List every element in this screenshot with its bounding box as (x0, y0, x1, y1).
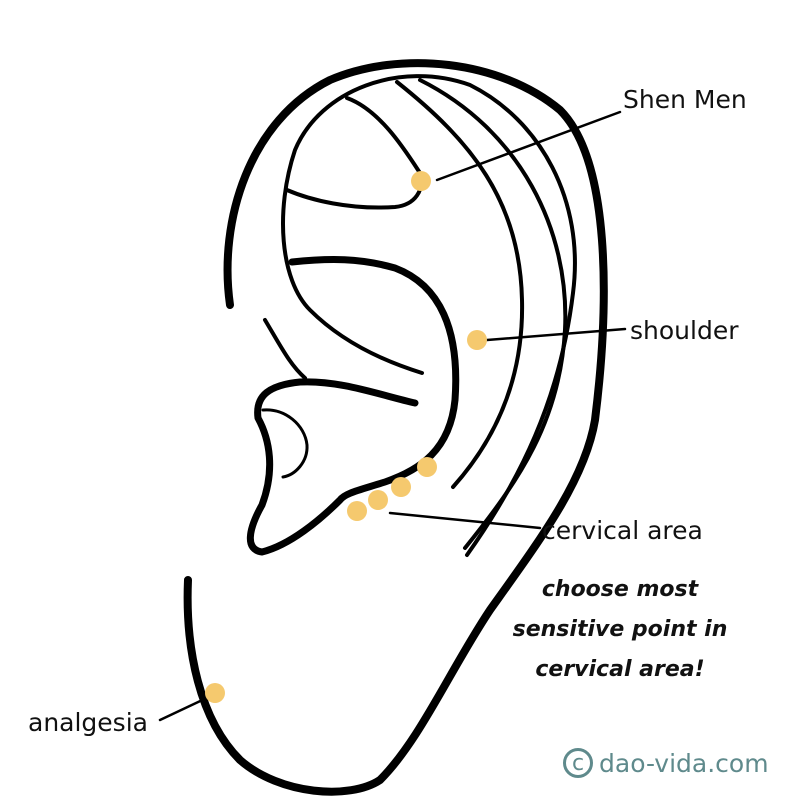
acupoint-shen-men[interactable] (411, 171, 431, 191)
acupoint-cervical-4[interactable] (347, 501, 367, 521)
acupoint-analgesia[interactable] (205, 683, 225, 703)
watermark: c dao-vida.com (563, 748, 769, 778)
acupoint-cervical-2[interactable] (391, 477, 411, 497)
note-line: choose most (541, 577, 699, 602)
leader-line-cervical (388, 511, 542, 530)
ear-inner-helix (281, 74, 577, 557)
leader-line-shen-men (435, 110, 622, 182)
acupoint-cervical-3[interactable] (368, 490, 388, 510)
ear-triangular-fossa-line (285, 96, 424, 210)
ear-antitragus-line (263, 318, 307, 380)
copyright-icon: c (563, 748, 593, 778)
acupoint-cervical-1[interactable] (417, 457, 437, 477)
label-analgesia: analgesia (28, 708, 148, 737)
acupoints (205, 171, 487, 703)
ear-antihelix-line (395, 80, 525, 489)
label-shen-men: Shen Men (623, 85, 747, 114)
note-line: sensitive point in (512, 617, 728, 642)
leader-line-analgesia (158, 693, 215, 722)
ear-tragus-inner (261, 408, 309, 479)
leader-line-shoulder (485, 327, 627, 342)
label-cervical-area: cervical area (542, 516, 703, 545)
leader-lines (158, 110, 627, 722)
ear-outer-ridge-line (418, 78, 568, 550)
instruction-note: choose most sensitive point in cervical … (505, 570, 735, 690)
acupoint-shoulder[interactable] (467, 330, 487, 350)
label-shoulder: shoulder (630, 316, 739, 345)
ear-concha-rim (246, 256, 460, 556)
note-line: cervical area! (535, 657, 705, 682)
ear-outer-helix (183, 59, 608, 796)
watermark-text: dao-vida.com (599, 748, 769, 778)
